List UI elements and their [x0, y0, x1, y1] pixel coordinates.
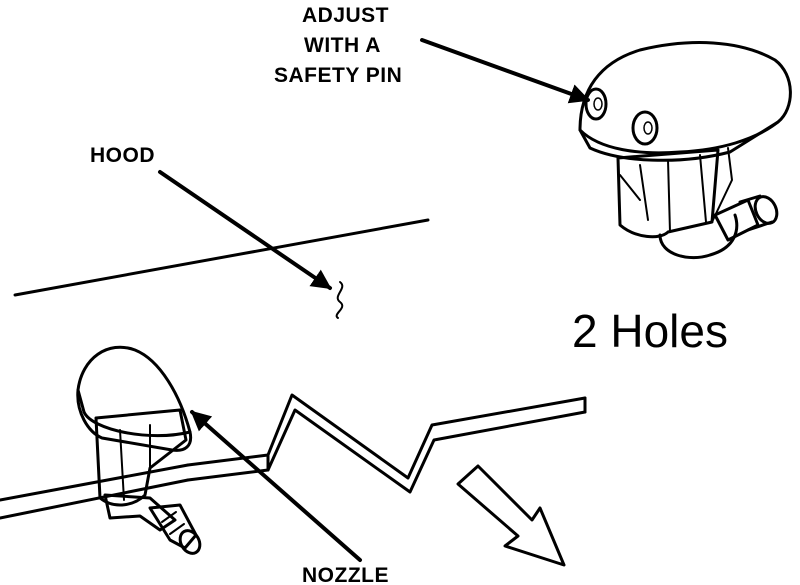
nozzle-hole-2 [631, 110, 659, 146]
hood-label: HOOD [90, 144, 155, 167]
nozzle-arrow [190, 410, 362, 562]
nozzle-hole-1 [584, 87, 608, 121]
hood-squiggle [335, 281, 344, 319]
adjust-arrow [420, 38, 590, 104]
adjust-label-line1: ADJUST [302, 4, 389, 27]
direction-arrow [456, 464, 566, 567]
hood-arrow [158, 170, 332, 290]
adjust-label-line3: SAFETY PIN [274, 64, 402, 87]
holes-caption: 2 Holes [572, 305, 728, 357]
nozzle-installed [76, 345, 202, 555]
nozzle-label: NOZZLE [302, 564, 389, 585]
hood-edge-line [13, 218, 430, 297]
nozzle-detail-enlarged [578, 41, 792, 260]
adjust-label-line2: WITH A [304, 34, 381, 57]
cowl-panel-edge [0, 393, 587, 520]
